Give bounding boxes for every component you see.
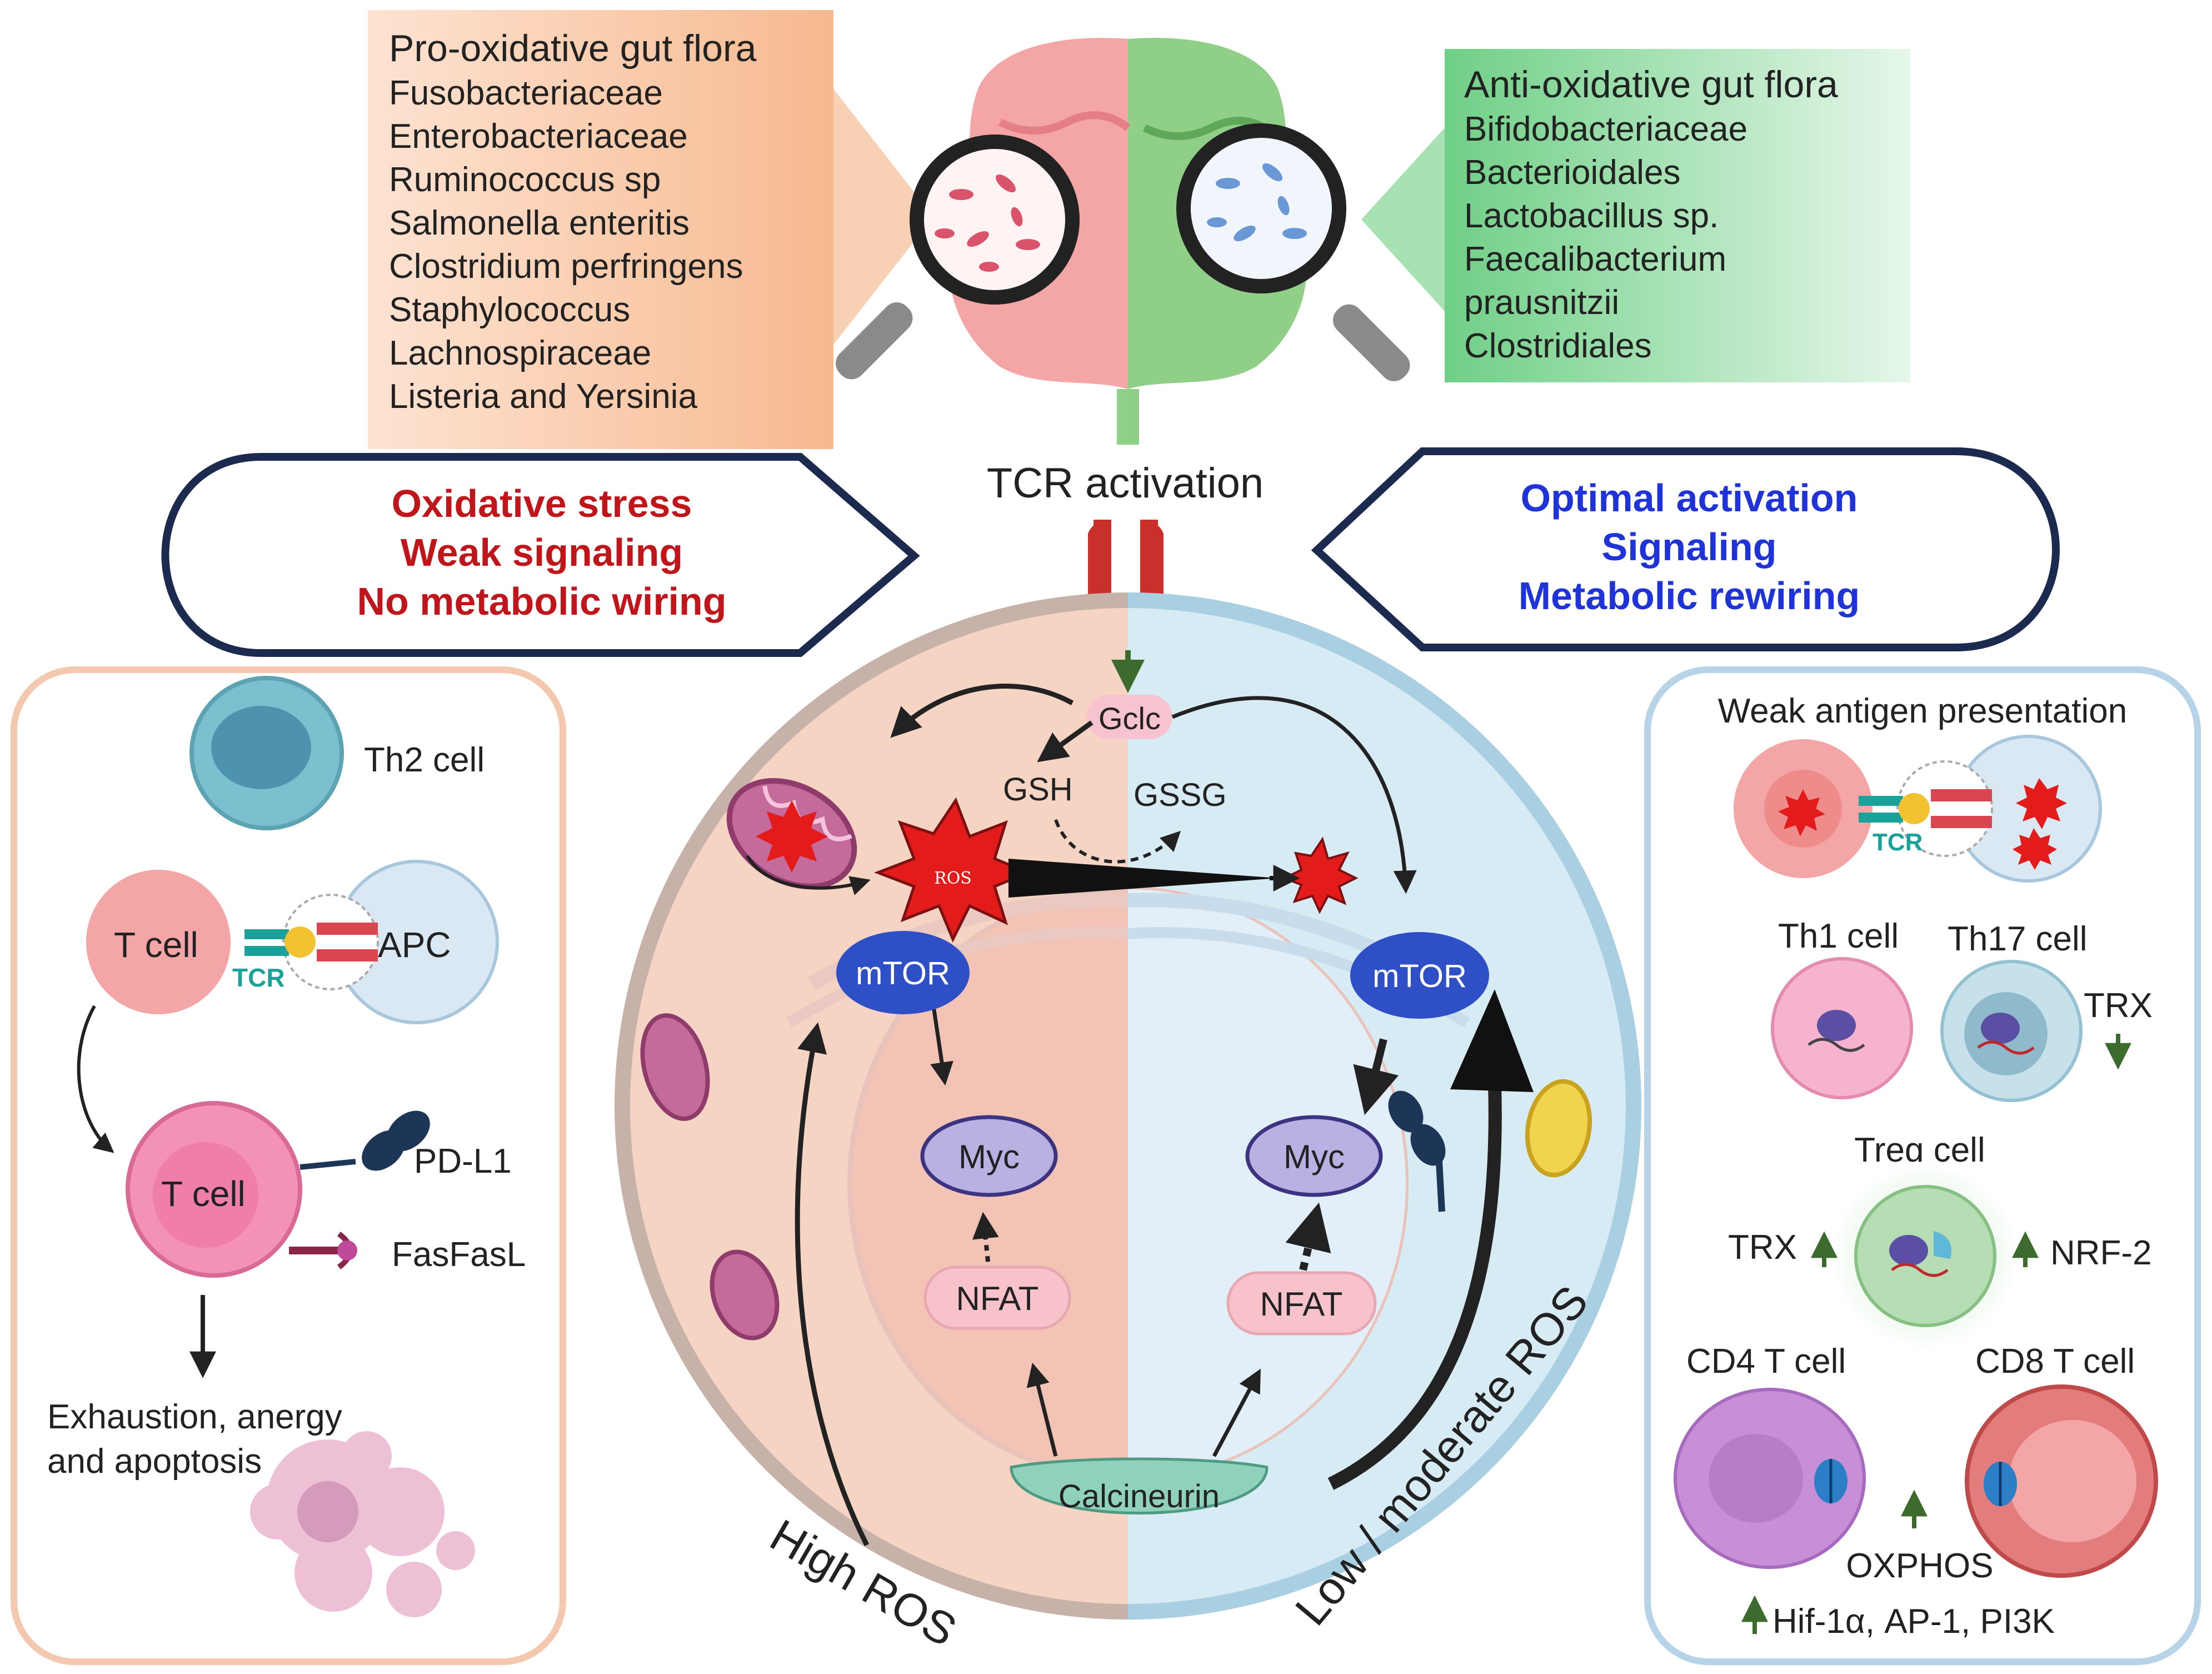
left-panel: Th2 cell T cell TCR APC T cell PD-L1	[11, 666, 566, 1665]
mtor-right-label: mTOR	[1372, 958, 1467, 994]
ros-label-large: ROS	[934, 869, 972, 888]
pro-flora-item-3: Salmonella enteritis	[389, 204, 690, 242]
pro-flora-item-5: Staphylococcus	[389, 291, 630, 329]
treg-cell-icon	[1831, 1162, 2020, 1351]
pro-magnifier-icon	[836, 134, 1080, 380]
tcr-label-right: TCR	[1873, 829, 1923, 856]
left-banner-line-1: Weak signaling	[401, 531, 683, 574]
gclc-node	[1086, 695, 1172, 739]
fasfasl-label: FasFasL	[392, 1235, 526, 1274]
right-banner-line-1: Signaling	[1602, 525, 1777, 569]
ros-burst-large-icon	[874, 797, 1032, 943]
oxphos-label: OXPHOS	[1846, 1547, 1993, 1585]
anti-flora-title: Anti-oxidative gut flora	[1464, 63, 1838, 106]
apc-label: APC	[378, 925, 451, 965]
nfat-left-node	[923, 1266, 1071, 1330]
anti-flora-item-3: Faecalibacterium	[1464, 240, 1726, 278]
mtor-left-node	[836, 931, 970, 1014]
right-banner-line-0: Optimal activation	[1521, 476, 1858, 520]
pro-oxidative-flora-box: Pro-oxidative gut flora Fusobacteriaceae…	[368, 10, 933, 449]
myc-left-label: Myc	[958, 1138, 1020, 1175]
cd8-label: CD8 T cell	[1975, 1342, 2135, 1381]
gsh-label: GSH	[1003, 771, 1073, 808]
right-panel: Weak antigen presentation TCR Th1 cell T…	[1644, 666, 2201, 1665]
pdl1-label: PD-L1	[414, 1142, 512, 1180]
left-banner-line-2: No metabolic wiring	[357, 580, 726, 623]
tcell-exhausted-icon	[126, 1101, 430, 1278]
anti-flora-item-4: prausnitzii	[1464, 283, 1619, 322]
receptor-icon	[1388, 1090, 1446, 1212]
pro-flora-item-0: Fusobacteriaceae	[389, 74, 663, 112]
pathway-arrows	[746, 684, 1502, 1547]
myc-right-label: Myc	[1284, 1138, 1345, 1175]
mtor-right-node	[1350, 932, 1489, 1019]
th1-cell-icon	[1771, 957, 1913, 1099]
myc-right-node	[1245, 1115, 1383, 1197]
gssg-label: GSSG	[1134, 777, 1227, 813]
tcell-label: T cell	[114, 925, 198, 965]
weak-antigen-label: Weak antigen presentation	[1718, 692, 2127, 730]
apoptotic-cells-icon	[250, 1431, 475, 1617]
pro-flora-item-4: Clostridium perfringens	[389, 247, 743, 286]
outcome-line-2: and apoptosis	[47, 1442, 262, 1481]
calcineurin-node	[1010, 1457, 1269, 1514]
pro-flora-title: Pro-oxidative gut flora	[389, 27, 757, 69]
gclc-label: Gclc	[1098, 701, 1161, 736]
anti-flora-list: BifidobacteriaceaeBacterioidalesLactobac…	[1464, 110, 1747, 365]
anti-magnifier-icon	[1176, 123, 1410, 381]
mtor-left-label: mTOR	[856, 955, 950, 992]
nfat-left-label: NFAT	[956, 1280, 1039, 1317]
nfat-right-node	[1226, 1271, 1377, 1336]
weak-synapse-icon	[1734, 735, 2102, 883]
tcell-apc-synapse-icon	[86, 860, 499, 1024]
large-upward-arrow-icon	[1450, 989, 1534, 1092]
hif-label: Hif-1α, AP-1, PI3K	[1772, 1602, 2055, 1641]
th17-label: Th17 cell	[1948, 920, 2088, 958]
outcome-line-1: Exhaustion, anergy	[47, 1398, 342, 1436]
central-cell: ROS Gclc GSH GSSG	[615, 592, 1641, 1656]
th1-label: Th1 cell	[1778, 917, 1899, 955]
ros-burst-mito-icon	[756, 800, 828, 873]
pro-flora-list: FusobacteriaceaeEnterobacteriaceaeRumino…	[389, 74, 743, 416]
trx-down-label: TRX	[2084, 987, 2153, 1025]
cd8-cell-icon	[1965, 1384, 2158, 1578]
pro-flora-item-6: Lachnospiraceae	[389, 334, 651, 372]
left-banner-line-0: Oxidative stress	[392, 482, 692, 525]
cd4-label: CD4 T cell	[1686, 1342, 1846, 1381]
myc-left-node	[920, 1115, 1058, 1197]
cd4-cell-icon	[1674, 1388, 1866, 1569]
nrf2-label: NRF-2	[2050, 1234, 2152, 1272]
arrow-to-tcell	[77, 1005, 114, 1153]
anti-flora-item-5: Clostridiales	[1464, 327, 1652, 365]
trx-up-label: TRX	[1728, 1228, 1797, 1267]
pro-flora-item-1: Enterobacteriaceae	[389, 117, 688, 156]
anti-flora-item-0: Bifidobacteriaceae	[1464, 110, 1747, 148]
gut-illustration	[836, 38, 1410, 445]
th2-label: Th2 cell	[364, 741, 485, 779]
tcell-exhausted-label: T cell	[161, 1174, 246, 1214]
tcr-activation-label: TCR activation	[987, 460, 1264, 507]
th2-cell-icon	[189, 676, 344, 830]
pro-flora-item-2: Ruminococcus sp	[389, 161, 661, 199]
ros-gradient-wedge	[1008, 859, 1278, 898]
calcineurin-label: Calcineurin	[1058, 1478, 1220, 1514]
pro-flora-item-7: Listeria and Yersinia	[389, 377, 697, 416]
nfat-right-label: NFAT	[1260, 1286, 1343, 1323]
anti-flora-item-2: Lactobacillus sp.	[1464, 197, 1719, 235]
tcr-label-left: TCR	[232, 963, 285, 992]
right-banner-line-2: Metabolic rewiring	[1519, 574, 1860, 617]
anti-flora-item-1: Bacterioidales	[1464, 153, 1680, 192]
th17-cell-icon	[1940, 960, 2083, 1102]
anti-oxidative-flora-box: Anti-oxidative gut flora Bifidobacteriac…	[1361, 49, 1910, 382]
